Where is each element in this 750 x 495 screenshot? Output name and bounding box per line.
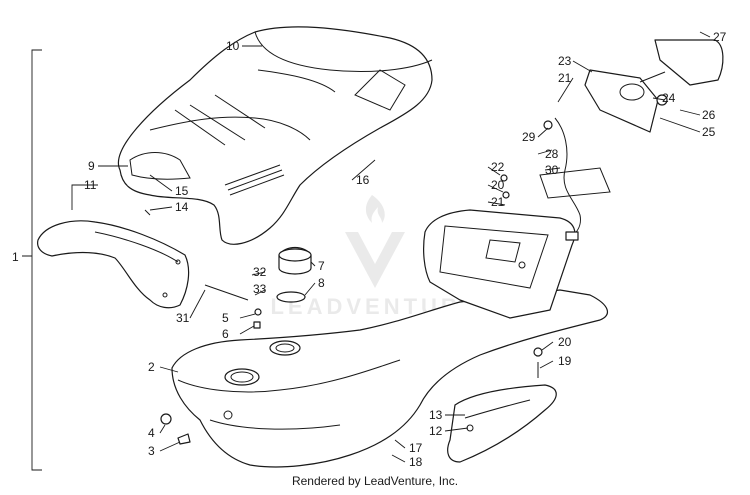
bolt xyxy=(543,120,553,130)
callout-28: 28 xyxy=(545,147,559,161)
callout-31: 31 xyxy=(176,311,190,325)
callout-5: 5 xyxy=(222,311,229,325)
callout-20-lower: 20 xyxy=(558,335,572,349)
callout-21-lower: 21 xyxy=(491,195,505,209)
bulb xyxy=(656,94,668,106)
callout-32: 32 xyxy=(253,265,267,279)
leader-lines xyxy=(71,31,711,463)
callout-27: 27 xyxy=(713,30,727,44)
taillight xyxy=(584,39,724,133)
callout-25: 25 xyxy=(702,125,716,139)
fitting xyxy=(254,308,262,316)
callout-18: 18 xyxy=(409,455,423,469)
assembly-bracket xyxy=(22,49,42,471)
callout-3: 3 xyxy=(148,444,155,458)
harness-connector xyxy=(565,231,579,241)
wire-harness xyxy=(554,117,581,239)
callout-33: 33 xyxy=(253,282,267,296)
grommet xyxy=(160,413,172,425)
vent-hose xyxy=(204,284,249,301)
callout-labels: 1 2 3 4 5 6 7 8 9 10 11 12 13 14 15 16 1… xyxy=(12,30,727,469)
callout-26: 26 xyxy=(702,108,716,122)
callout-2: 2 xyxy=(148,360,155,374)
gasket xyxy=(276,291,306,303)
callout-6: 6 xyxy=(222,327,229,341)
seat-assembly xyxy=(117,26,433,245)
callout-7: 7 xyxy=(318,259,325,273)
clamp xyxy=(253,321,261,329)
washer xyxy=(500,174,508,182)
gas-cap xyxy=(278,246,312,275)
callout-15: 15 xyxy=(175,184,189,198)
callout-13: 13 xyxy=(429,408,443,422)
storage-box xyxy=(423,209,576,319)
callout-9: 9 xyxy=(88,159,95,173)
callout-19: 19 xyxy=(558,354,572,368)
callout-4: 4 xyxy=(148,426,155,440)
screw-small xyxy=(144,209,151,216)
nut-rear xyxy=(533,347,543,357)
callout-17: 17 xyxy=(409,441,423,455)
lower-panel xyxy=(447,384,557,463)
callout-24: 24 xyxy=(662,91,676,105)
callout-16: 16 xyxy=(356,173,370,187)
callout-1: 1 xyxy=(12,250,19,264)
callout-23: 23 xyxy=(558,54,572,68)
callout-11: 11 xyxy=(84,178,97,192)
hardware xyxy=(144,94,668,445)
callout-20-upper: 20 xyxy=(491,178,505,192)
callout-29: 29 xyxy=(522,130,536,144)
callout-8: 8 xyxy=(318,276,325,290)
callout-12: 12 xyxy=(429,424,443,438)
callout-30: 30 xyxy=(545,163,559,177)
callout-14: 14 xyxy=(175,200,189,214)
mount-plate xyxy=(539,167,611,199)
fuel-tank xyxy=(171,289,608,468)
callout-22: 22 xyxy=(491,160,505,174)
side-panel xyxy=(37,220,190,309)
nut xyxy=(502,191,510,199)
footer-credit: Rendered by LeadVenture, Inc. xyxy=(291,474,459,488)
callout-21-upper: 21 xyxy=(558,71,572,85)
callout-10: 10 xyxy=(226,39,240,53)
